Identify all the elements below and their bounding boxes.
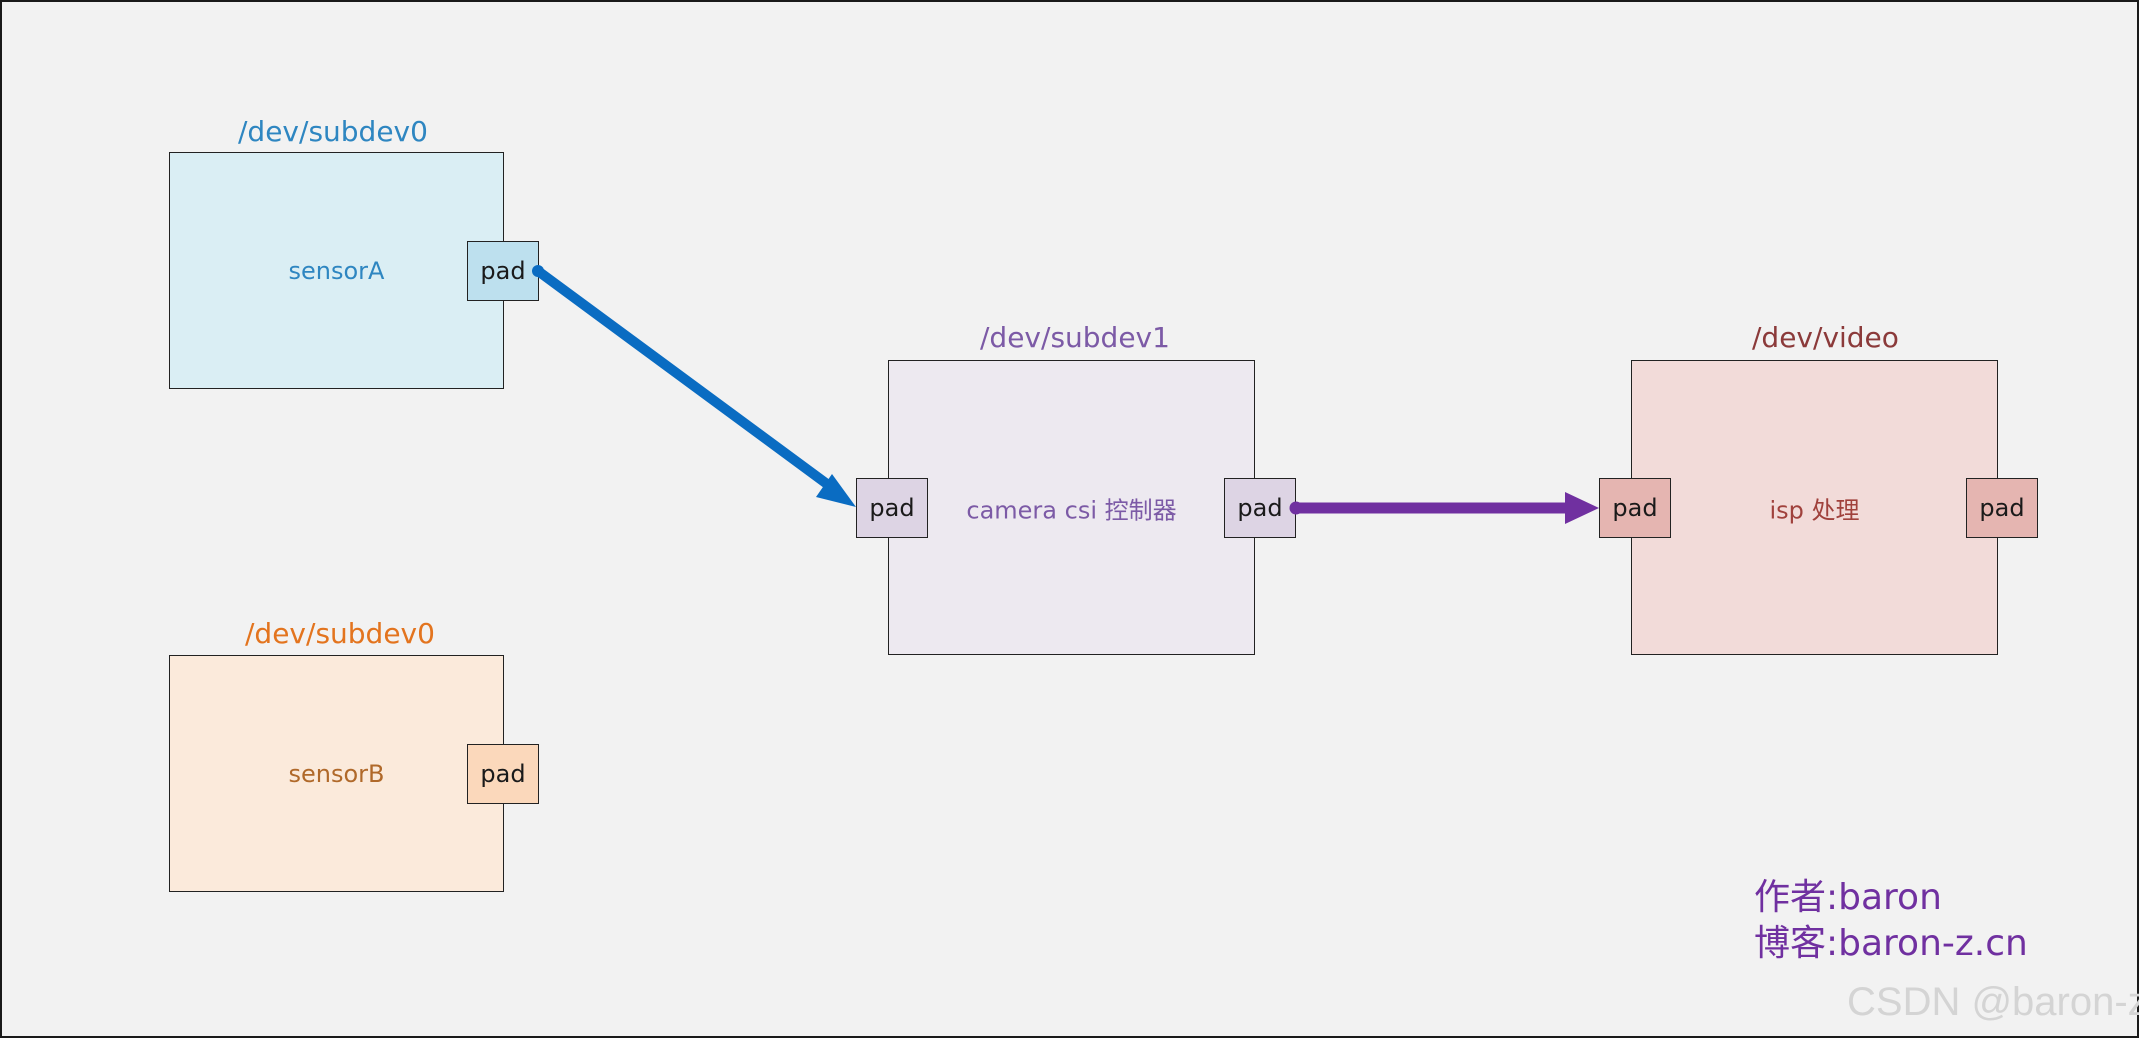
- author-credit: 作者:baron: [1754, 877, 1942, 918]
- isp-input-pad: pad: [1599, 478, 1671, 538]
- sensorB-box: sensorB: [169, 655, 504, 892]
- isp-box: isp 处理: [1631, 360, 1998, 655]
- isp-output-pad: pad: [1966, 478, 2038, 538]
- sensorA-pad: pad: [467, 241, 539, 301]
- csi-title: /dev/subdev1: [980, 321, 1170, 354]
- arrow-csi-to-isp: [1289, 492, 1599, 524]
- sensorB-title: /dev/subdev0: [245, 617, 435, 650]
- blog-credit: 博客:baron-z.cn: [1754, 923, 2028, 964]
- sensorA-label: sensorA: [288, 256, 385, 285]
- sensorB-label: sensorB: [288, 759, 385, 788]
- csi-output-pad: pad: [1224, 478, 1296, 538]
- csi-input-pad: pad: [856, 478, 928, 538]
- csi-box: camera csi 控制器: [888, 360, 1255, 655]
- sensorB-pad: pad: [467, 744, 539, 804]
- isp-label: isp 处理: [1769, 496, 1860, 524]
- sensorA-box: sensorA: [169, 152, 504, 389]
- arrow-sensorA-to-csi: [532, 265, 856, 507]
- csi-label: camera csi 控制器: [966, 496, 1177, 524]
- isp-title: /dev/video: [1752, 321, 1899, 354]
- sensorA-title: /dev/subdev0: [238, 115, 428, 148]
- csdn-watermark: CSDN @baron-z: [1847, 980, 2139, 1024]
